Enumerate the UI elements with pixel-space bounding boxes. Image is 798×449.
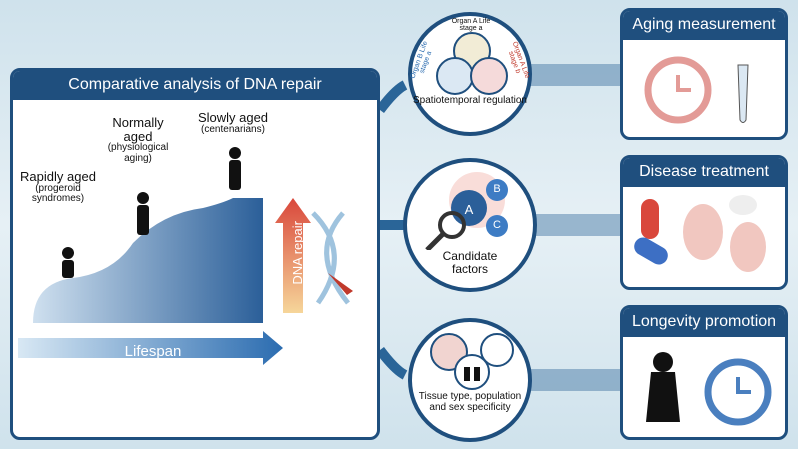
comparative-analysis-panel: Comparative analysis of DNA repair Rapid… xyxy=(10,68,380,440)
spatiotemporal-caption: Spatiotemporal regulation xyxy=(413,95,527,106)
aging-measurement-title: Aging measurement xyxy=(623,11,785,40)
tissue-population-sex-icons xyxy=(430,333,514,390)
elder-clock-icon xyxy=(646,352,772,426)
candidate-factors-caption: Candidate factors xyxy=(442,249,498,276)
lifespan-illustration xyxy=(18,147,353,365)
factor-a: A xyxy=(464,202,474,217)
factor-spheres xyxy=(425,172,508,250)
panel-title: Comparative analysis of DNA repair xyxy=(13,71,377,100)
aging-measurement-panel: Aging measurement xyxy=(620,8,788,140)
dna-repair-label: DNA repair xyxy=(290,221,306,285)
slowly-aged-label: Slowly aged(centenarians) xyxy=(197,110,269,135)
specificity-circle: Tissue type, population and sex specific… xyxy=(408,318,532,442)
disease-treatment-title: Disease treatment xyxy=(623,158,785,187)
longevity-promotion-title: Longevity promotion xyxy=(623,308,785,337)
clock-tube-icon xyxy=(644,56,749,124)
spatiotemporal-circle: Organ A Life stage a Spatiotemporal regu… xyxy=(408,12,532,136)
rapidly-aged-label: Rapidly aged(progeroid syndromes) xyxy=(20,169,96,205)
longevity-promotion-panel: Longevity promotion xyxy=(620,305,788,440)
factor-c: C xyxy=(493,219,501,231)
lifespan-label: Lifespan xyxy=(124,343,182,360)
specificity-caption: Tissue type, population and sex specific… xyxy=(418,391,522,413)
organ-a-stage-a-label: Organ A Life stage a xyxy=(451,18,491,33)
person-icons xyxy=(62,147,241,278)
pills-organs-icon xyxy=(634,195,766,272)
normally-aged-label: Normally aged(physiological aging) xyxy=(107,115,169,164)
candidate-factors-circle: A B C Candidate factors xyxy=(403,158,537,292)
factor-b: B xyxy=(493,183,501,195)
organ-stage-circles xyxy=(436,32,508,95)
disease-treatment-panel: Disease treatment xyxy=(620,155,788,290)
